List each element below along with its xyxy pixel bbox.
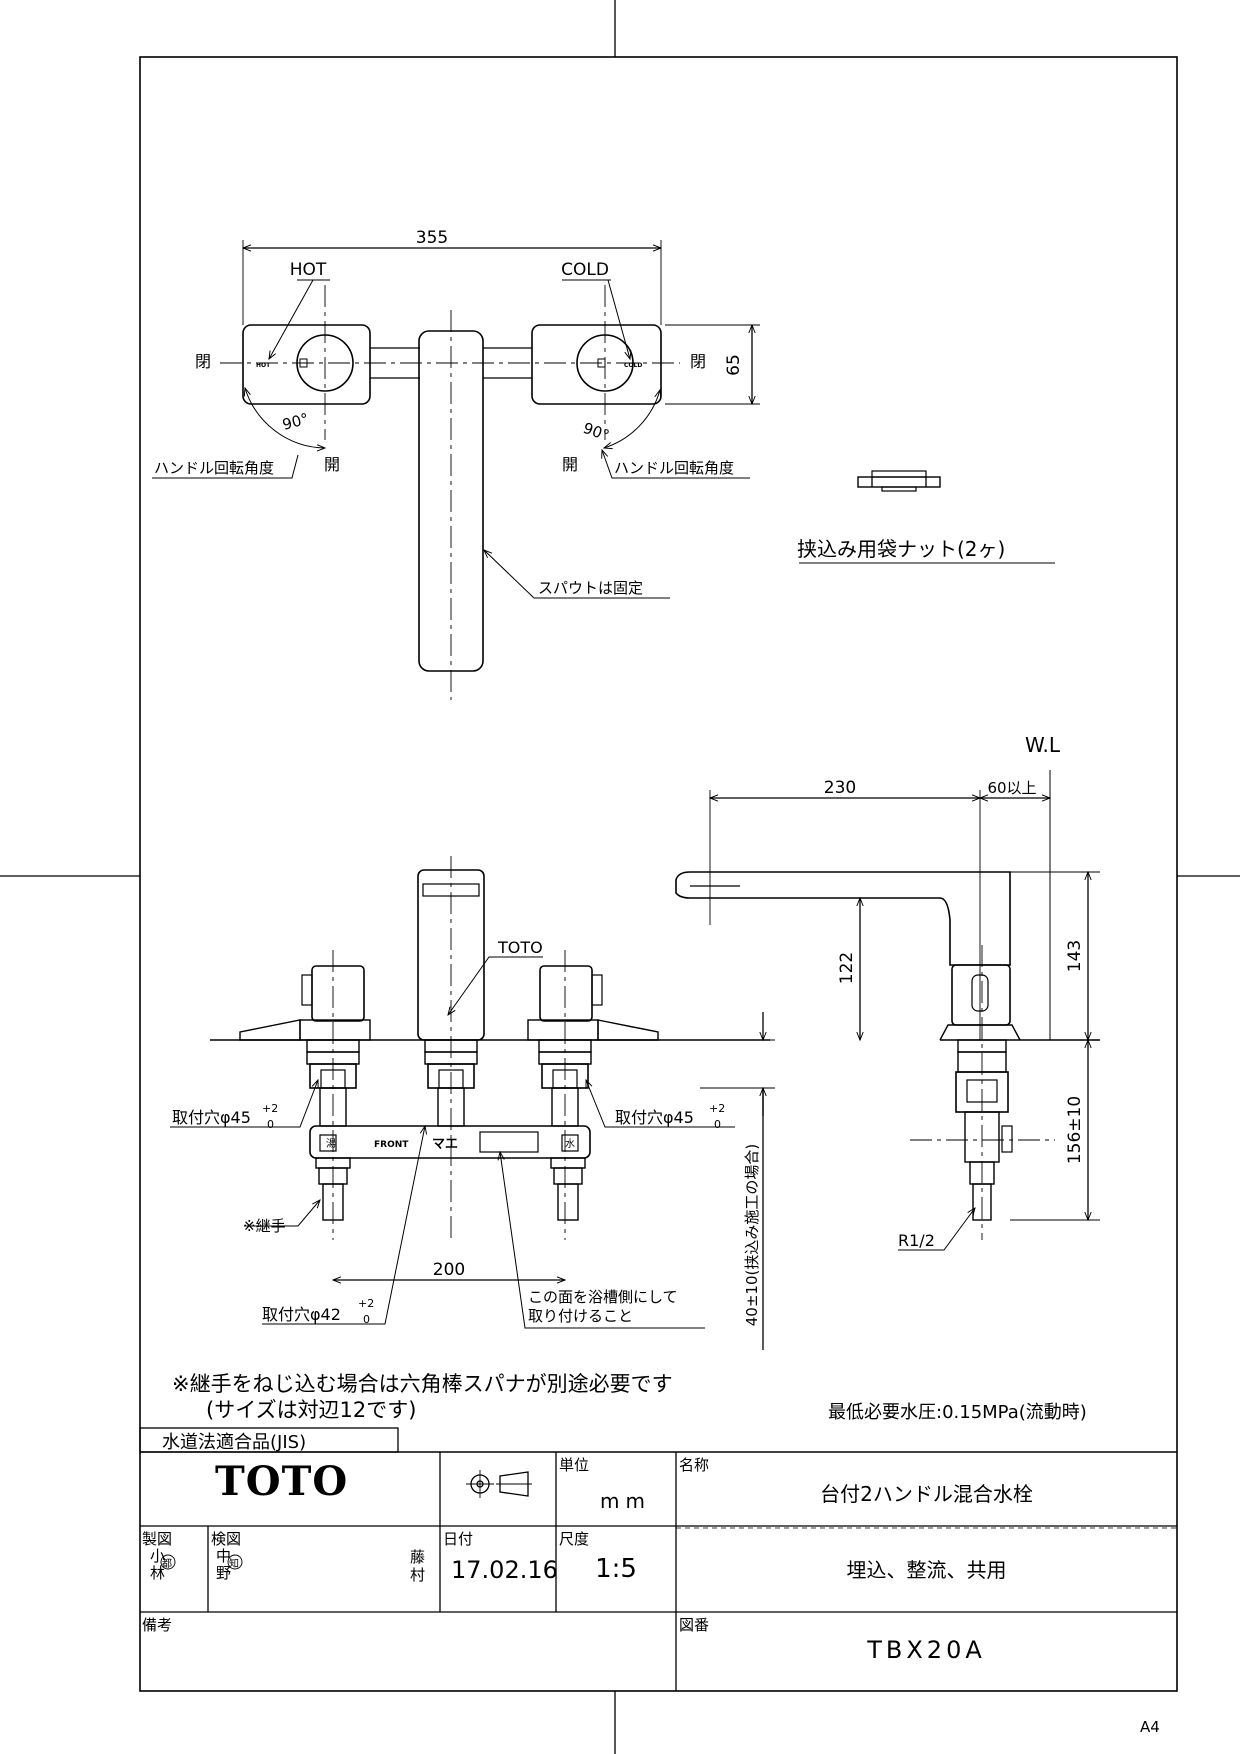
side-view (675, 770, 1100, 1251)
hole-right-tol-plus: +2 (709, 1102, 725, 1115)
hole-right-tol-zero: 0 (714, 1118, 721, 1131)
dim-143: 143 (1065, 940, 1085, 972)
cold-label: COLD (561, 260, 609, 280)
checked-by: 中野 (216, 1547, 232, 1582)
top-view (152, 240, 760, 700)
cold-water-mark: 水 (565, 1138, 575, 1150)
dim-230: 230 (824, 778, 856, 798)
vertical-note: 40±10(挟込み施工の場合) (743, 1144, 761, 1326)
dim-60-min: 60以上 (987, 779, 1036, 797)
front-mark: FRONT (374, 1140, 409, 1150)
dim-156: 156±10 (1065, 1096, 1085, 1164)
cap-nut-label: 挟込み用袋ナット(2ヶ) (797, 537, 1005, 561)
mae-mark: マエ (432, 1137, 458, 1152)
spec-value: 埋込、整流、共用 (846, 1558, 1007, 1582)
min-pressure: 最低必要水圧:0.15MPa(流動時) (828, 1402, 1087, 1423)
drawn-header: 製図 (142, 1530, 173, 1548)
spout-fixed-label: スパウトは固定 (538, 579, 643, 597)
cap-nut-drawing (799, 470, 1055, 564)
hot-mark: HOT (256, 362, 271, 369)
spout-top-view (418, 330, 484, 672)
product-name: 台付2ハンドル混合水栓 (820, 1482, 1033, 1506)
label-plate (479, 1131, 539, 1153)
thread-label: R1/2 (898, 1231, 935, 1250)
open-left: 開 (324, 455, 340, 474)
handle-angle-right: ハンドル回転角度 (614, 459, 734, 477)
note-line-1: ※継手をねじ込む場合は六角棒スパナが別途必要です (172, 1372, 673, 1396)
hole-left-tol-plus: +2 (262, 1102, 278, 1115)
hole-left-tol-zero: 0 (267, 1118, 274, 1131)
angle-left: 90° (280, 410, 310, 434)
hole-right: 取付穴φ45 (615, 1108, 694, 1127)
close-right: 閉 (690, 352, 706, 371)
approver-1: 藤 (410, 1548, 426, 1566)
brand-logo: TOTO (215, 1458, 349, 1505)
scale-header: 尺度 (559, 1530, 590, 1548)
unit-value: mm (600, 1489, 651, 1513)
cold-handle-front (539, 965, 593, 1022)
remarks-header: 備考 (142, 1616, 173, 1634)
drawing-frame (139, 56, 1178, 1692)
date-value: 17.02.16 (451, 1556, 558, 1584)
close-left: 閉 (195, 352, 211, 371)
joint-label: ※継手 (243, 1217, 286, 1235)
angle-right: 90° (581, 419, 612, 445)
dim-200: 200 (433, 1260, 465, 1280)
handle-angle-left: ハンドル回転角度 (154, 459, 274, 477)
name-header: 名称 (679, 1456, 710, 1474)
hole-center-tol-plus: +2 (358, 1297, 374, 1310)
hot-handle-front (311, 965, 365, 1022)
drawn-by: 小林 (150, 1547, 166, 1582)
hot-label: HOT (290, 260, 327, 280)
front-view (170, 856, 775, 1350)
drawing-number: TBX20A (867, 1636, 986, 1664)
open-right: 開 (562, 455, 578, 474)
cold-handle-plate (531, 324, 662, 405)
face-note-1: この面を浴槽側にして (528, 1288, 678, 1306)
toto-label: TOTO (497, 938, 543, 957)
dim-122: 122 (837, 952, 857, 984)
scale-value: 1:5 (595, 1554, 637, 1584)
water-line-label: W.L (1025, 733, 1061, 757)
hole-center: 取付穴φ42 (262, 1305, 341, 1324)
unit-header: 単位 (559, 1456, 590, 1474)
paper-size: A4 (1140, 1718, 1160, 1736)
title-block (139, 1427, 1177, 1691)
dim-65: 65 (724, 354, 744, 376)
date-header: 日付 (443, 1530, 474, 1548)
face-note-2: 取り付けること (528, 1307, 633, 1325)
drawn-seal: 都 (162, 1559, 172, 1570)
hole-center-tol-zero: 0 (363, 1313, 370, 1326)
number-header: 図番 (679, 1616, 710, 1634)
checked-seal: 知 (229, 1559, 239, 1570)
hot-water-mark: 湯 (326, 1137, 336, 1150)
cold-mark: COLD (624, 362, 642, 369)
approver-2: 村 (410, 1566, 426, 1584)
checked-header: 検図 (211, 1530, 242, 1548)
mixing-body (309, 1125, 591, 1159)
dim-355: 355 (416, 228, 448, 248)
spout-side (675, 871, 1011, 966)
hole-left: 取付穴φ45 (172, 1108, 251, 1127)
compliance-label: 水道法適合品(JIS) (162, 1432, 307, 1453)
note-line-2: (サイズは対辺12です) (206, 1398, 417, 1422)
